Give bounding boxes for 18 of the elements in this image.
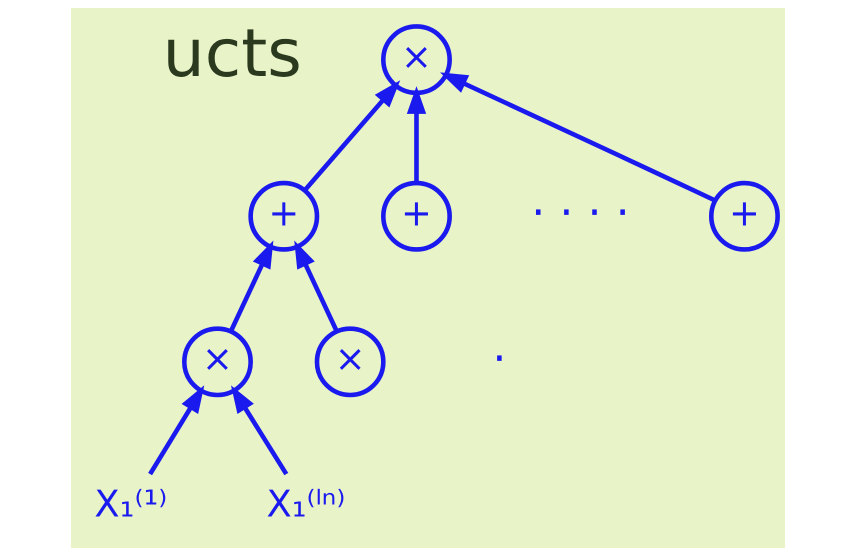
label: · · · ·: [530, 188, 630, 239]
arrow: [406, 86, 426, 183]
node-circle: ×: [314, 326, 386, 398]
arrow: [294, 240, 338, 332]
node-circle: +: [380, 180, 452, 252]
node-text: X₁⁽ˡⁿ⁾: [266, 482, 345, 526]
node-circle: ×: [182, 326, 252, 398]
node-text: X₁⁽¹⁾: [94, 482, 167, 526]
node-circle: +: [248, 180, 319, 252]
arrow: [440, 72, 716, 202]
node-circle: ×: [380, 24, 452, 96]
node-circle: +: [708, 180, 780, 252]
arrow: [228, 240, 273, 332]
arrow: [148, 385, 204, 476]
label: ucts: [162, 14, 302, 92]
arrow: [230, 385, 288, 476]
label: ·: [492, 333, 506, 384]
arrow: [302, 80, 400, 192]
